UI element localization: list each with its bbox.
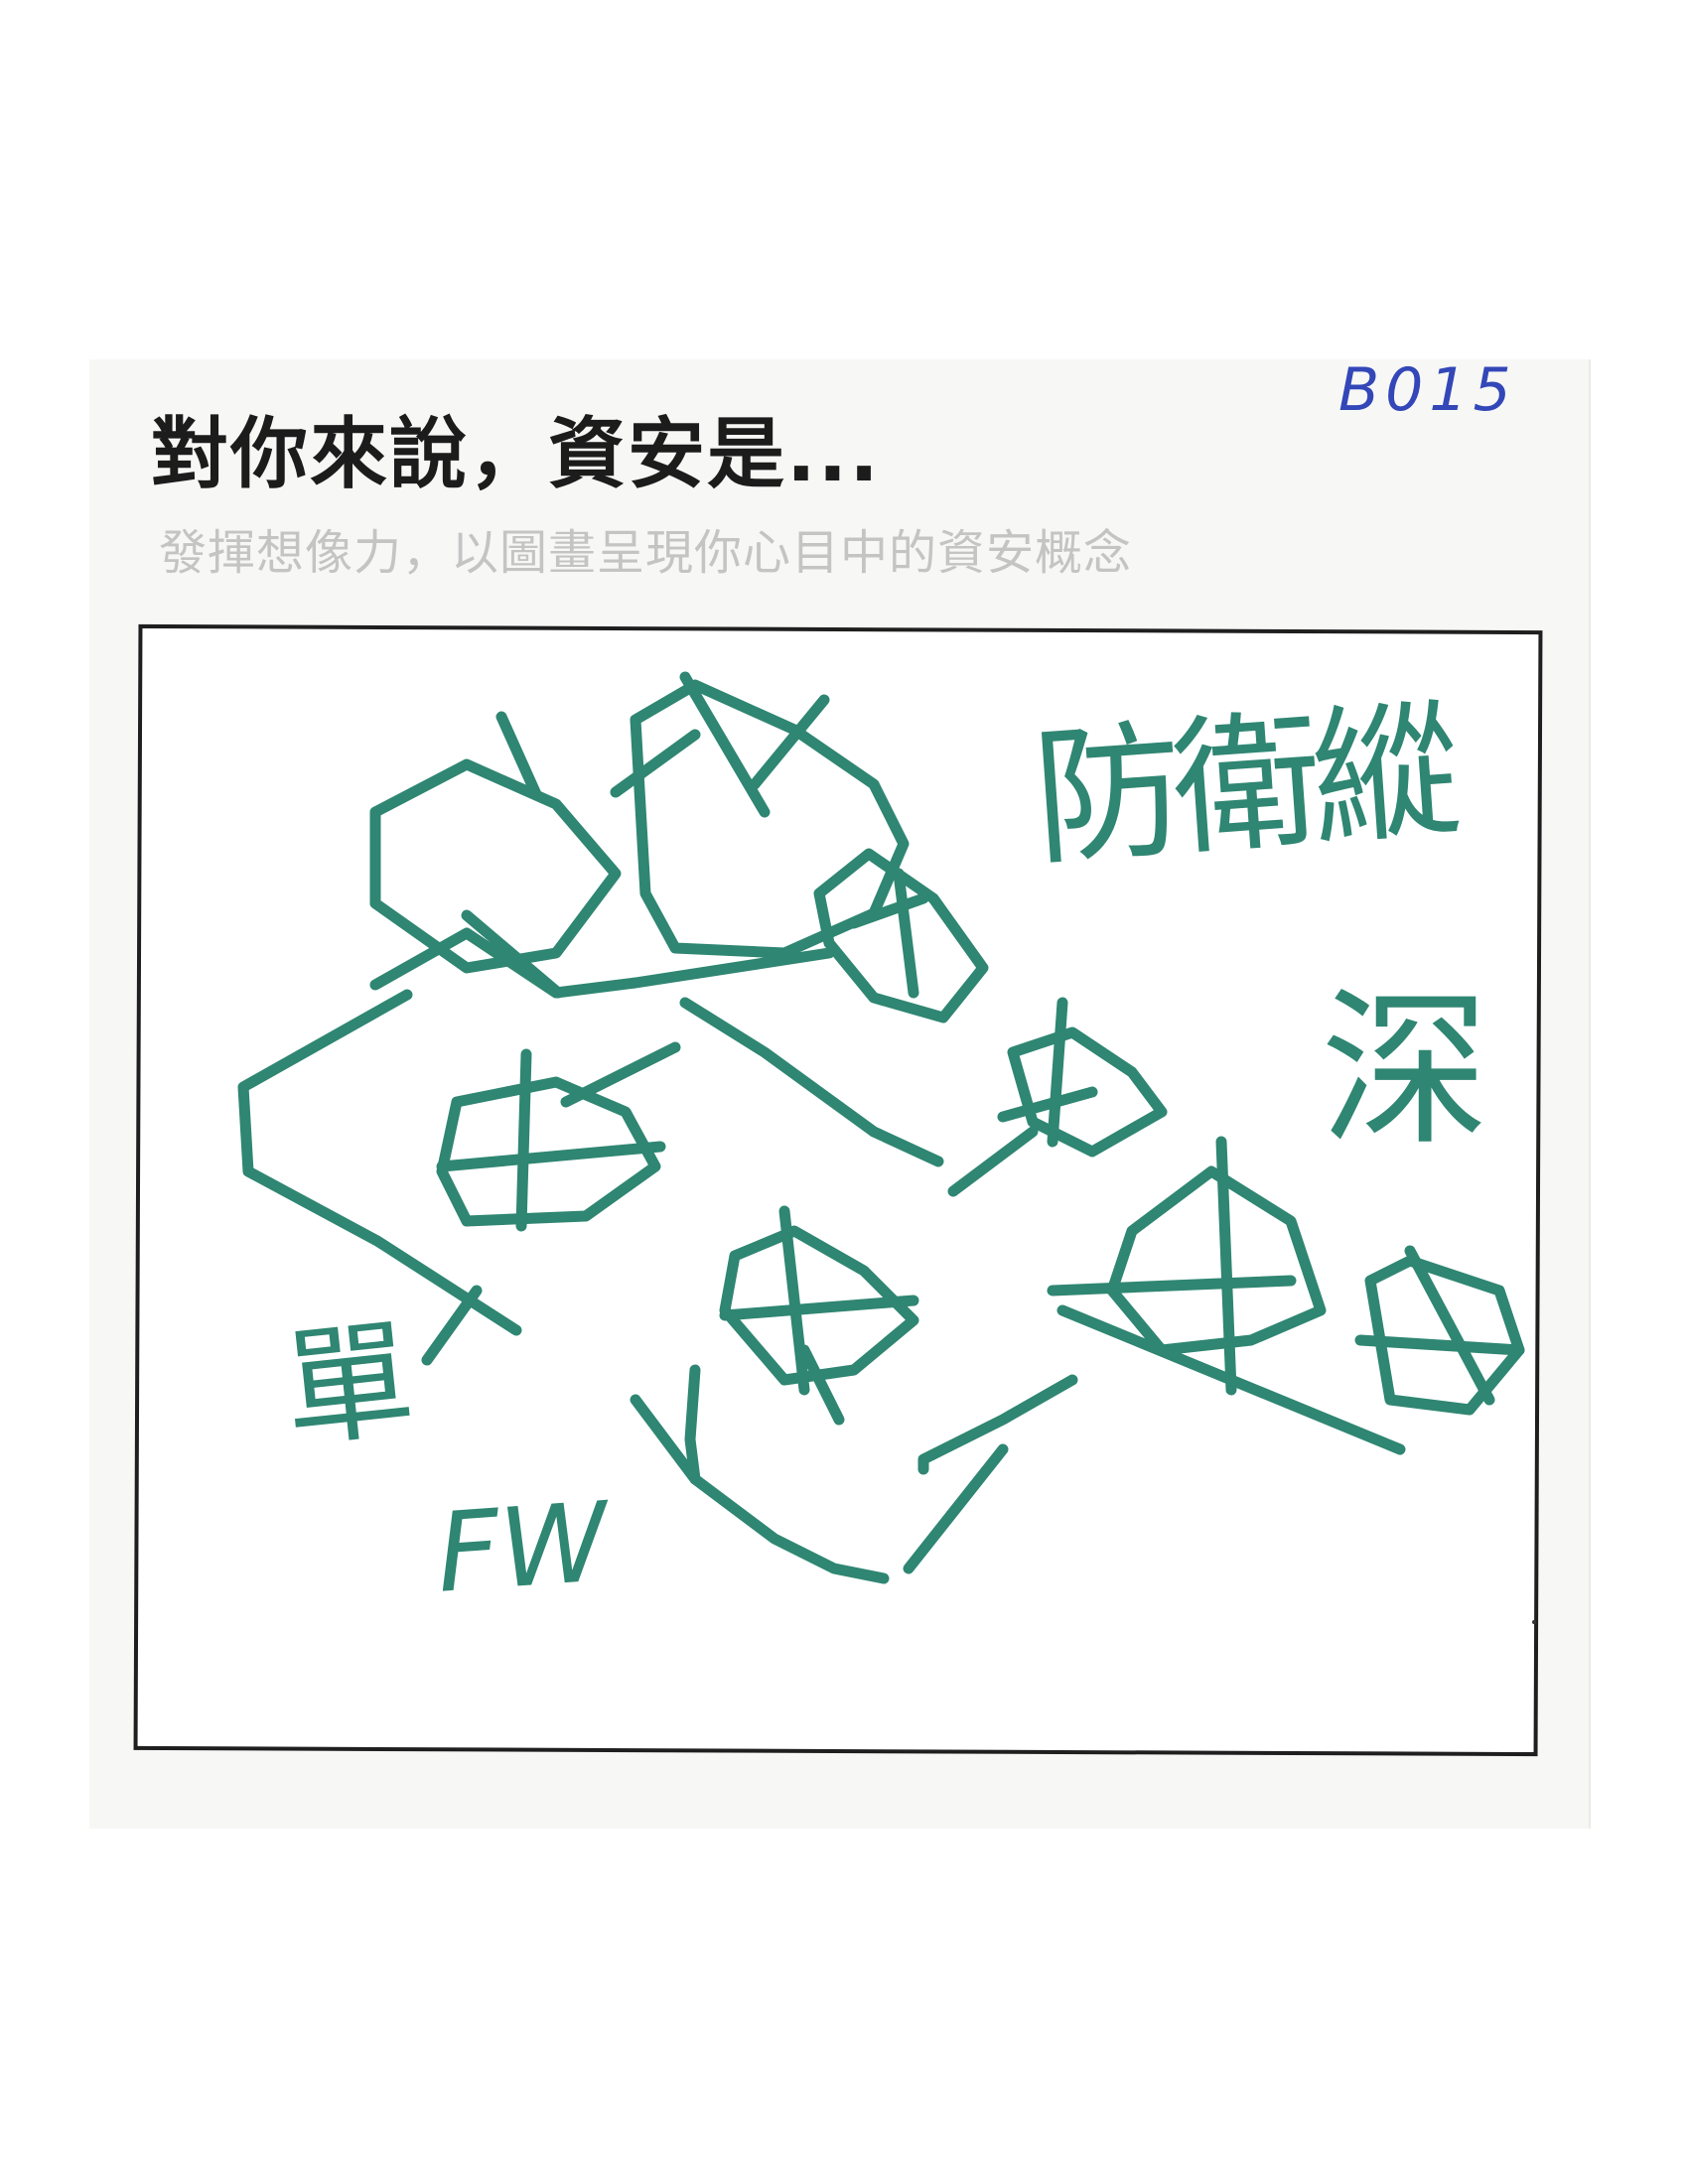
sketch-link <box>237 989 522 1336</box>
sketch-link <box>630 1394 701 1485</box>
sketch-line <box>1047 997 1068 1148</box>
ink-dot <box>1532 1620 1536 1624</box>
sketch-line <box>848 892 929 929</box>
sketch-line <box>421 1285 483 1366</box>
sketch-line <box>610 729 701 798</box>
sketch-line <box>798 1344 845 1426</box>
sketch-line <box>997 1086 1098 1123</box>
sketch-line <box>719 1295 919 1321</box>
sketch-line <box>1354 1334 1525 1356</box>
sketch-line <box>1215 1136 1237 1396</box>
sketch-node <box>813 848 989 1024</box>
sketch-line <box>749 694 830 790</box>
handwritten-deep: 深 <box>1321 973 1490 1169</box>
worksheet-title: 對你來說，資安是... <box>151 410 881 499</box>
handwritten-defense: 防衛縱 <box>1028 685 1457 887</box>
sketch-node <box>630 679 910 959</box>
sketch-line <box>1404 1245 1495 1406</box>
sketch-line <box>1047 1275 1297 1297</box>
sketch-node <box>1007 1026 1168 1158</box>
sketch-line <box>679 671 771 818</box>
sketch-link <box>917 1374 1078 1475</box>
sketch-line <box>436 1141 666 1172</box>
sketch-node <box>369 758 622 974</box>
sketch-line <box>778 1205 810 1396</box>
sketch-line <box>1056 1304 1406 1455</box>
handwritten-fw: FW <box>432 1478 613 1617</box>
form-code: B015 <box>1338 355 1517 425</box>
sketch-node <box>1106 1165 1327 1356</box>
sketch-node <box>719 1225 919 1386</box>
sketch-line <box>515 1048 532 1232</box>
sketch-node <box>1364 1255 1525 1416</box>
handwritten-single: 單 <box>276 1302 421 1467</box>
sketch-link <box>684 1364 890 1584</box>
worksheet-subtitle: 發揮想像力，以圖畫呈現你心目中的資安概念 <box>159 525 1133 581</box>
sketch-line <box>947 1126 1039 1197</box>
sketch-link <box>369 927 835 999</box>
sketch-link <box>679 997 944 1167</box>
sketch-link <box>903 1443 1009 1574</box>
sketch-node <box>436 1076 661 1227</box>
sketch-line <box>893 868 919 999</box>
sketch-line <box>560 1041 681 1108</box>
sketch-line <box>495 711 542 800</box>
